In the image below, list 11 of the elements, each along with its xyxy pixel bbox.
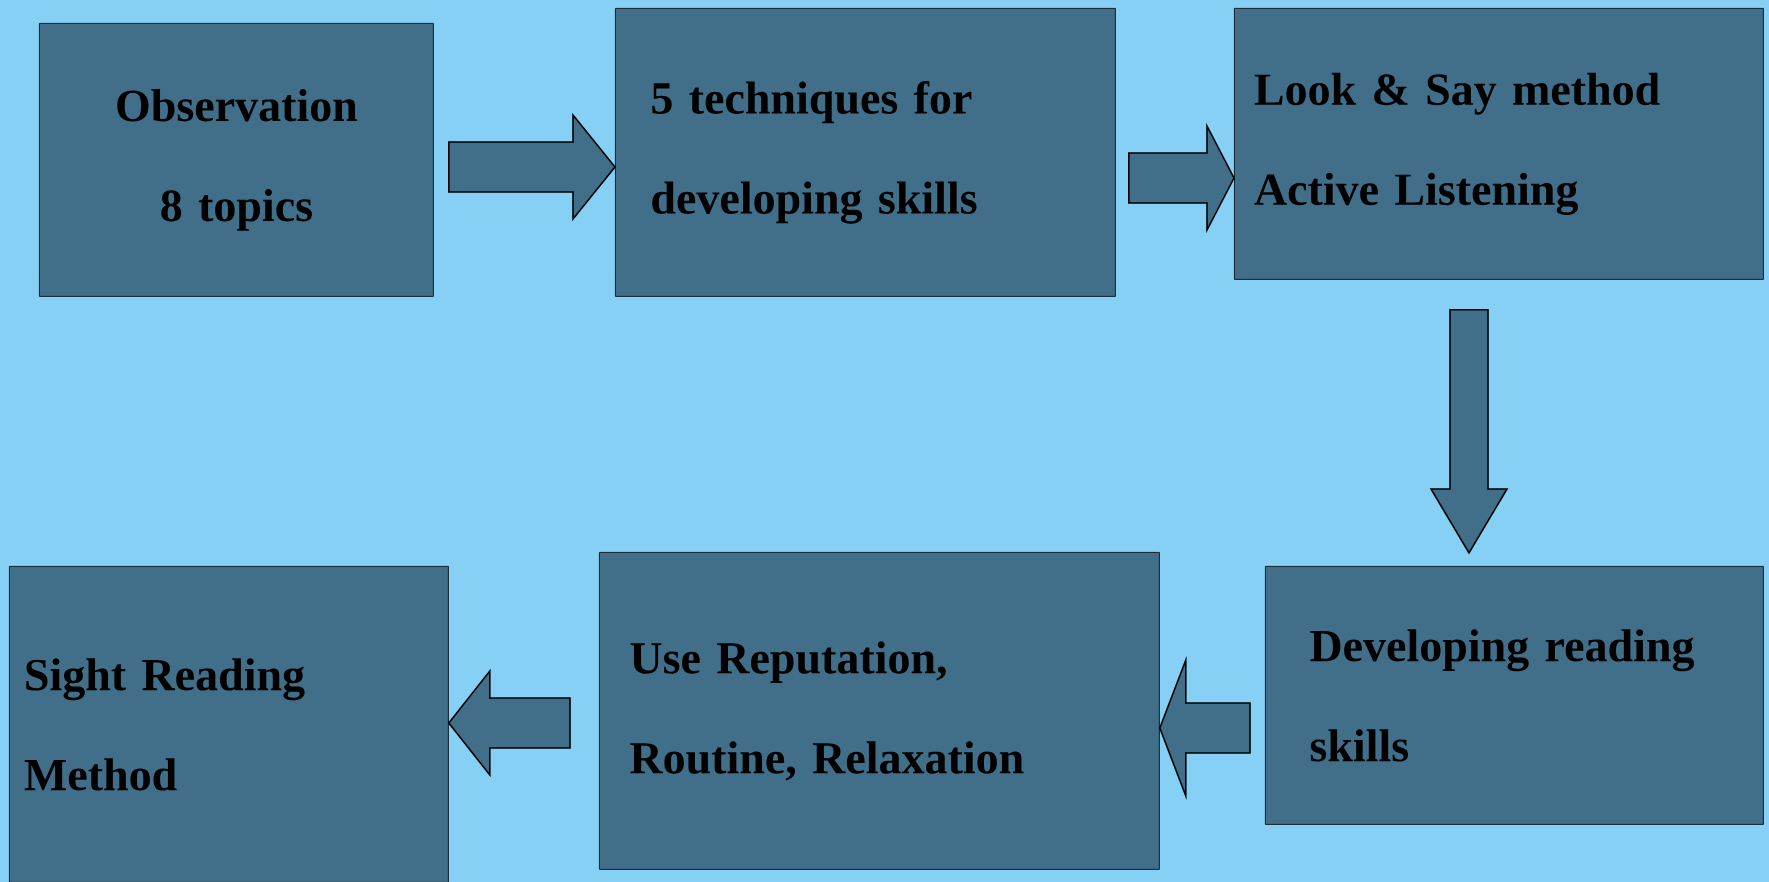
block-arrow [447, 668, 571, 778]
process-box: Developing reading skills [1265, 566, 1764, 825]
block-arrow [448, 112, 617, 222]
block-arrow [1128, 122, 1235, 234]
block-arrow [1429, 309, 1509, 555]
process-box: Use Reputation, Routine, Relaxation [599, 552, 1160, 870]
process-box: Sight Reading Method [9, 566, 449, 882]
process-box: Observation 8 topics [39, 23, 434, 297]
process-box: 5 techniques for developing skills [615, 8, 1116, 297]
block-arrow [1158, 655, 1251, 801]
process-box: Look & Say method Active Listening [1234, 8, 1764, 280]
